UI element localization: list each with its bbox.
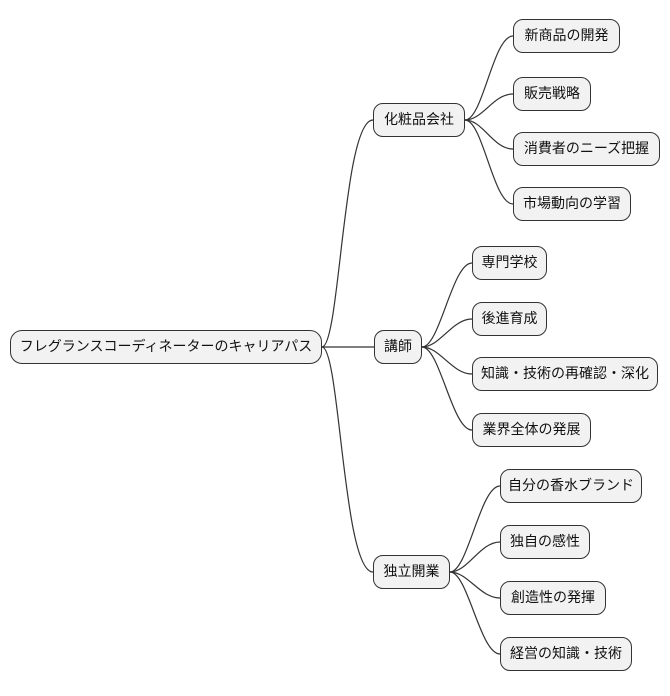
node-leaf-new-product-development: 新商品の開発 xyxy=(513,19,620,53)
node-leaf-consumer-needs: 消費者のニーズ把握 xyxy=(513,132,660,166)
node-leaf-business-knowledge: 経営の知識・技術 xyxy=(500,637,632,671)
node-leaf-knowledge-deepening: 知識・技術の再確認・深化 xyxy=(472,357,658,391)
node-leaf-industry-development: 業界全体の発展 xyxy=(472,413,591,447)
node-branch-independent-business: 独立開業 xyxy=(373,555,450,589)
edge-branch-1-to-leaf-2 xyxy=(464,93,514,121)
node-leaf-creativity: 創造性の発揮 xyxy=(500,581,606,615)
node-branch-cosmetics-company: 化粧品会社 xyxy=(373,103,465,137)
node-leaf-training-successors: 後進育成 xyxy=(472,302,547,336)
edge-branch-3-to-leaf-2 xyxy=(449,541,501,573)
edge-branch-1-to-leaf-3 xyxy=(464,119,514,150)
node-root: フレグランスコーディネーターのキャリアパス xyxy=(10,330,322,364)
node-leaf-own-perfume-brand: 自分の香水ブランド xyxy=(500,469,642,503)
edge-root-to-branch-3 xyxy=(321,346,374,573)
edge-branch-3-to-leaf-4 xyxy=(449,571,501,655)
node-branch-instructor: 講師 xyxy=(374,330,422,364)
edge-root-to-branch-1 xyxy=(321,119,374,348)
edge-branch-3-to-leaf-1 xyxy=(449,485,501,573)
edge-branch-3-to-leaf-3 xyxy=(449,571,501,599)
edge-branch-2-to-leaf-1 xyxy=(421,262,473,348)
node-leaf-unique-sensibility: 独自の感性 xyxy=(500,525,590,559)
edge-branch-2-to-leaf-2 xyxy=(421,318,473,348)
edge-branch-1-to-leaf-4 xyxy=(464,119,514,205)
edge-branch-2-to-leaf-3 xyxy=(421,346,473,375)
edge-branch-2-to-leaf-4 xyxy=(421,346,473,431)
node-leaf-vocational-school: 専門学校 xyxy=(472,246,547,280)
node-leaf-sales-strategy: 販売戦略 xyxy=(513,77,591,111)
node-leaf-market-trends: 市場動向の学習 xyxy=(513,187,631,221)
edge-branch-1-to-leaf-1 xyxy=(464,35,514,121)
